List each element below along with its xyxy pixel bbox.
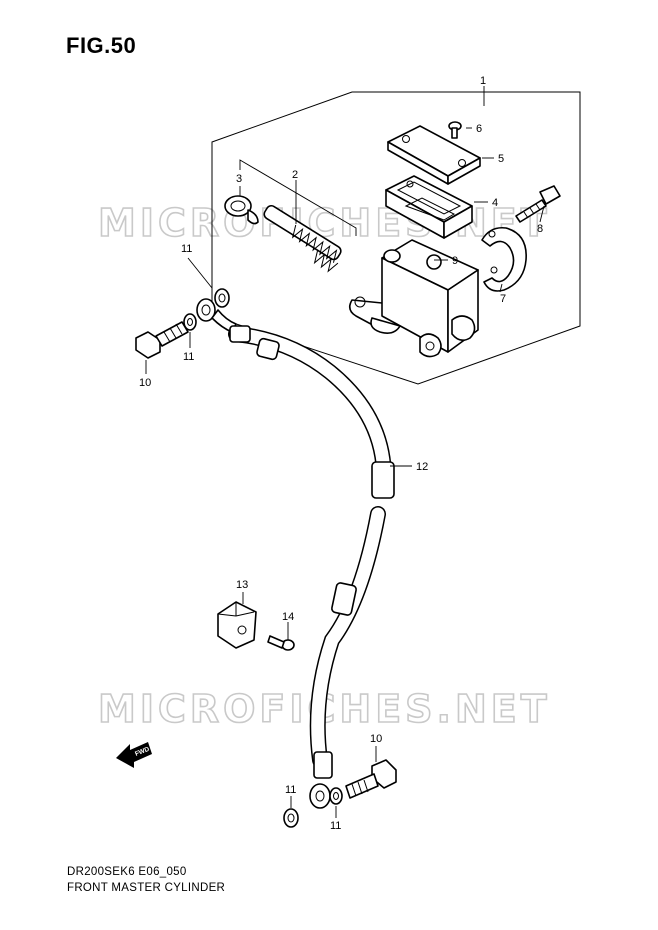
callout-9: 9 [452,255,458,267]
guide-clamp-bolt [267,635,295,651]
cap-screw [448,121,462,139]
reservoir-cap [387,125,481,185]
banjo-bolt-top [135,321,189,359]
washer-bottom-right [329,787,343,805]
clamp-bolt [515,185,561,223]
piston-assembly [263,204,342,273]
diaphragm [385,175,473,239]
banjo-fitting-bottom [309,783,331,809]
diagram-name-caption: FRONT MASTER CYLINDER [67,882,226,894]
callout-4: 4 [492,197,498,209]
callout-10-top: 10 [139,377,151,389]
callout-10-bottom: 10 [370,733,382,745]
washer-top-right [214,288,230,308]
callout-14: 14 [282,611,294,623]
model-code-caption: DR200SEK6 E06_050 [67,866,187,878]
callout-8: 8 [537,223,543,235]
handlebar-clamp [481,226,527,292]
callout-12: 12 [416,461,428,473]
brake-hose [228,325,395,779]
callout-1: 1 [480,75,486,87]
callout-2: 2 [292,169,298,181]
callout-11-top-b: 11 [183,351,194,363]
master-cylinder-body [348,239,479,358]
callout-7: 7 [500,293,506,305]
figure-title: FIG.50 [66,33,137,58]
washer-top-left [183,313,197,331]
callout-13: 13 [236,579,248,591]
leader-lines [145,86,545,818]
callout-11-bottom-b: 11 [330,820,341,832]
piston-cup [224,195,259,225]
banjo-bolt-bottom [345,759,397,799]
callout-6: 6 [476,123,482,135]
forward-arrow-icon: FWD [116,742,152,768]
callout-3: 3 [236,173,242,185]
hose-guide-clamp [217,601,257,649]
bracket-2 [239,159,357,236]
callout-11-bottom-a: 11 [285,784,296,796]
callout-11-top-a: 11 [181,243,192,255]
washer-bottom-left [283,808,299,828]
callout-5: 5 [498,153,504,165]
